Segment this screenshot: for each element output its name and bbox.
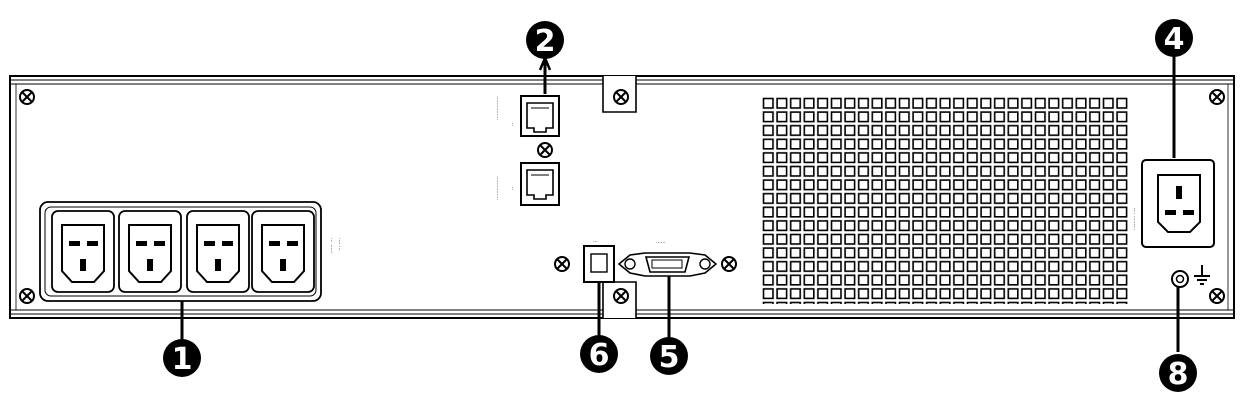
iec-c14-inlet-icon (1157, 174, 1201, 233)
svg-text:··: ·· (510, 122, 516, 126)
callout-1: 1 (163, 339, 201, 377)
usb-port-icon: ··· (583, 239, 615, 283)
screw-icon (19, 89, 35, 105)
outlet-rating-label-2: ···· ··· (336, 238, 342, 251)
svg-text:···: ··· (593, 239, 598, 245)
iec-c13-outlet-icon (186, 210, 250, 293)
ventilation-grid (762, 97, 1128, 304)
callout-number: 5 (659, 340, 680, 375)
screw-icon (1209, 89, 1225, 105)
svg-text:···············: ··············· (495, 96, 501, 120)
callout-6: 6 (580, 335, 618, 373)
callout-badges: 1 2 4 5 6 8 (163, 19, 1197, 392)
iec-c13-outlet-icon (251, 210, 315, 293)
callout-8: 8 (1159, 354, 1197, 392)
rj45-port-icon (520, 95, 560, 137)
callout-2: 2 (526, 21, 564, 59)
callout-number: 8 (1168, 357, 1189, 392)
screw-icon (537, 142, 553, 158)
network-ports: ··············· ··············· ·· ·· (495, 95, 560, 206)
screw-icon (721, 256, 737, 272)
callout-number: 4 (1164, 22, 1185, 57)
iec-c13-outlet-icon (118, 210, 182, 293)
callout-number: 2 (535, 24, 556, 59)
screw-icon (613, 288, 629, 304)
leader-lines (180, 54, 1180, 352)
svg-text:········· ····: ········· ···· (1132, 207, 1138, 230)
screw-icon (19, 288, 35, 304)
callout-number: 6 (589, 338, 610, 373)
screw-icon (613, 89, 629, 105)
rj45-port-icon (520, 162, 560, 206)
ground-terminal (1171, 265, 1210, 288)
svg-text:······: ······ (656, 240, 666, 246)
ground-icon (1194, 265, 1210, 285)
iec-c13-outlet-icon (51, 210, 115, 293)
screw-icon (1209, 288, 1225, 304)
outlet-rating-label: ··· ······ (328, 238, 334, 254)
callout-number: 1 (172, 342, 193, 377)
svg-text:··: ·· (510, 186, 516, 190)
db9-port-icon: ······ (617, 240, 718, 277)
callout-5: 5 (650, 337, 688, 375)
ac-input-inlet: ········· ···· (1132, 159, 1215, 248)
output-outlets: ··· ······ ···· ··· (39, 201, 342, 302)
svg-text:···············: ··············· (495, 176, 501, 200)
callout-4: 4 (1155, 19, 1193, 57)
screw-icon (554, 256, 570, 272)
screws (19, 89, 1225, 304)
